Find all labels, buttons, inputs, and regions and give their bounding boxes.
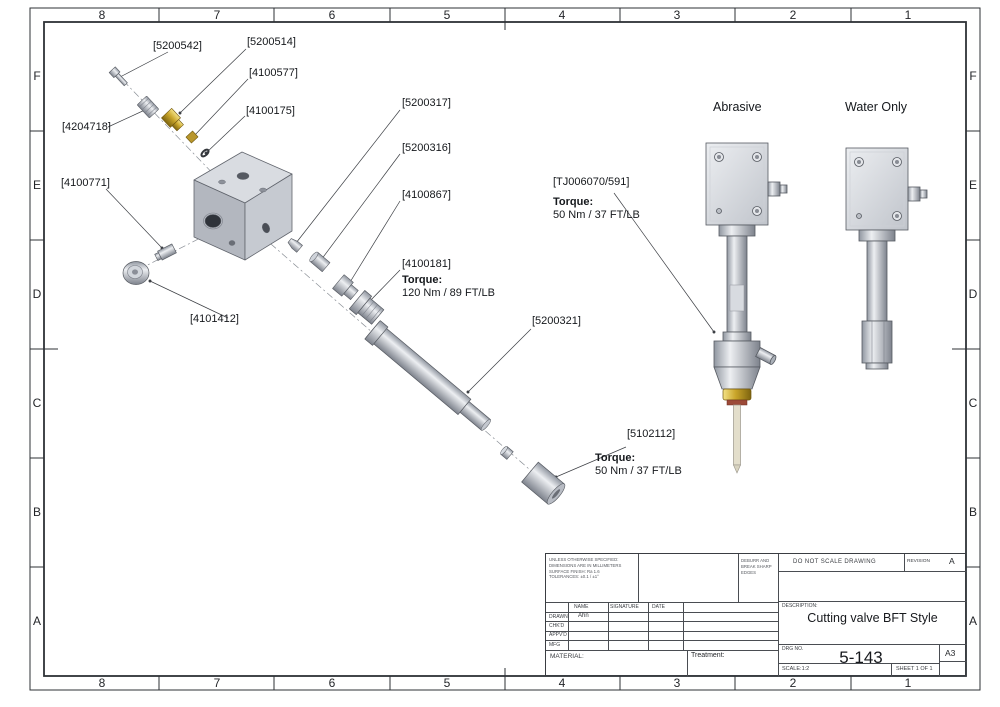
drawn-name: Ahn xyxy=(578,613,589,619)
part-knurled-4204718 xyxy=(137,96,159,118)
date-header: DATE xyxy=(652,604,665,610)
callout-4100175: [4100175] xyxy=(246,105,295,117)
grid-row-left: B xyxy=(32,505,42,519)
grid-row-left: A xyxy=(32,614,42,628)
grid-row-left: C xyxy=(32,396,42,410)
abrasive-view-title: Abrasive xyxy=(713,100,762,114)
spec-notes: UNLESS OTHERWISE SPECIFIED: DIMENSIONS A… xyxy=(549,557,622,580)
callout-5102112: [5102112] xyxy=(627,428,676,440)
grid-col-top: 4 xyxy=(558,8,566,22)
torque-value: 50 Nm / 37 FT/LB xyxy=(553,209,640,222)
grid-col-top: 8 xyxy=(98,8,106,22)
signature-header: SIGNATURE xyxy=(610,604,639,610)
torque-note-gland: Torque: 120 Nm / 89 FT/LB xyxy=(402,274,495,300)
torque-label: Torque: xyxy=(402,274,443,286)
revision-value: A xyxy=(949,556,955,566)
grid-col-bottom: 8 xyxy=(98,676,106,690)
material-label: MATERIAL: xyxy=(550,653,584,660)
grid-col-bottom: 5 xyxy=(443,676,451,690)
torque-label: Torque: xyxy=(553,196,594,208)
grid-row-right: E xyxy=(968,178,978,192)
description-value: Cutting valve BFT Style xyxy=(807,611,938,625)
scale-text: SCALE:1:2 xyxy=(782,666,810,672)
grid-col-bottom: 3 xyxy=(673,676,681,690)
part-sleeve-5200316 xyxy=(309,251,331,273)
sheet-border xyxy=(29,7,981,691)
part-oring-4100175 xyxy=(200,148,210,158)
callout-5200317: [5200317] xyxy=(402,97,451,109)
part-poppet-5200317 xyxy=(287,238,303,253)
grid-col-bottom: 1 xyxy=(904,676,912,690)
torque-value: 50 Nm / 37 FT/LB xyxy=(595,465,682,478)
abrasive-assembly xyxy=(705,142,788,474)
name-header: NAME xyxy=(574,604,589,610)
grid-col-top: 6 xyxy=(328,8,336,22)
part-tube-5200321 xyxy=(364,320,491,431)
paper-size: A3 xyxy=(945,648,956,658)
callout-4100771: [4100771] xyxy=(61,177,110,189)
callout-5200514: [5200514] xyxy=(247,36,296,48)
grid-col-bottom: 6 xyxy=(328,676,336,690)
grid-row-right: A xyxy=(968,614,978,628)
deburr-note: DEBURR AND BREAK SHARP EDGES xyxy=(741,558,772,575)
part-cap-nut-5102112 xyxy=(521,461,566,505)
row-appvd: APPV'D xyxy=(549,632,567,638)
revision-label: REVISION xyxy=(907,559,930,564)
exploded-view xyxy=(108,66,566,505)
part-cap-4101412 xyxy=(122,261,150,285)
part-seat-4100867 xyxy=(332,274,359,300)
grid-row-right: B xyxy=(968,505,978,519)
grid-row-left: D xyxy=(32,287,42,301)
row-chkd: CHK'D xyxy=(549,623,565,629)
drg-no-value: 5-143 xyxy=(839,648,883,667)
leader-lines xyxy=(105,48,716,479)
part-ring xyxy=(500,446,514,460)
grid-row-right: D xyxy=(968,287,978,301)
water-only-view-title: Water Only xyxy=(845,100,908,114)
torque-note-collar: Torque: 50 Nm / 37 FT/LB xyxy=(595,452,682,478)
do-not-scale-note: DO NOT SCALE DRAWING xyxy=(793,559,877,565)
callout-4100181: [4100181] xyxy=(402,258,451,270)
callout-4101412: [4101412] xyxy=(190,313,239,325)
water-only-assembly xyxy=(845,147,928,370)
torque-note-head: Torque: 50 Nm / 37 FT/LB xyxy=(553,196,640,222)
row-mfg: MFG xyxy=(549,642,561,648)
callout-5200316: [5200316] xyxy=(402,142,451,154)
grid-col-top: 3 xyxy=(673,8,681,22)
row-drawn: DRAWN xyxy=(549,614,568,620)
sheet-text: SHEET 1 OF 1 xyxy=(896,666,933,672)
grid-col-top: 5 xyxy=(443,8,451,22)
grid-row-right: C xyxy=(968,396,978,410)
grid-row-left: E xyxy=(32,178,42,192)
grid-col-top: 7 xyxy=(213,8,221,22)
grid-col-bottom: 7 xyxy=(213,676,221,690)
callout-4100577: [4100577] xyxy=(249,67,298,79)
grid-col-top: 2 xyxy=(789,8,797,22)
grid-col-top: 1 xyxy=(904,8,912,22)
callout-tj006070: [TJ006070/591] xyxy=(553,176,630,188)
grid-row-left: F xyxy=(33,69,41,83)
callout-4100867: [4100867] xyxy=(402,189,451,201)
part-gland-4100181 xyxy=(348,290,385,325)
torque-value: 120 Nm / 89 FT/LB xyxy=(402,287,495,300)
title-block: UNLESS OTHERWISE SPECIFIED: DIMENSIONS A… xyxy=(545,553,967,677)
grid-row-right: F xyxy=(969,69,977,83)
part-valve-block xyxy=(193,151,293,261)
grid-col-bottom: 2 xyxy=(789,676,797,690)
callout-5200321: [5200321] xyxy=(532,315,581,327)
grid-col-bottom: 4 xyxy=(558,676,566,690)
torque-label: Torque: xyxy=(595,452,636,464)
description-label: DESCRIPTION: xyxy=(782,603,818,609)
callout-4204718: [4204718] xyxy=(62,121,111,133)
part-brass-5200514 xyxy=(161,108,184,132)
drg-no-label: DRG NO. xyxy=(782,646,804,652)
part-screw-5200542 xyxy=(108,66,128,87)
callout-5200542: [5200542] xyxy=(153,40,202,52)
treatment-label: Treatment: xyxy=(691,652,725,659)
part-fitting-4100771 xyxy=(154,243,177,261)
part-4100577 xyxy=(185,130,199,144)
